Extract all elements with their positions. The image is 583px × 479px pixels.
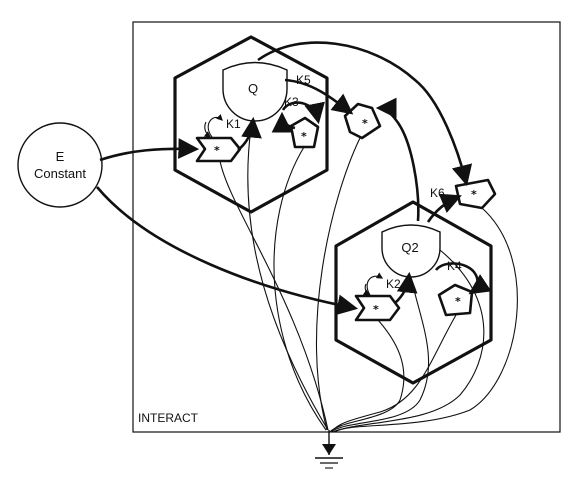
- hexagon-module-upper: [173, 35, 329, 214]
- loop-k1-b: [203, 121, 212, 138]
- rate-k4-label: K4: [447, 259, 462, 273]
- flow-q-loop-k3: [281, 101, 325, 125]
- sink-line-k6: [332, 207, 518, 433]
- sink-line-k3: [273, 146, 327, 431]
- flow-q-to-k5: [284, 78, 354, 115]
- loop-k2: [366, 272, 384, 296]
- q-node: [222, 61, 288, 122]
- multiplier-k1-symbol: *: [214, 144, 220, 157]
- sink-line-k1: [219, 160, 329, 431]
- loop-k2-b: [362, 283, 371, 296]
- q2-node: [381, 224, 441, 278]
- rate-k2-label: K2: [386, 277, 401, 291]
- q2-label: Q2: [401, 240, 418, 255]
- sink-line-k5: [315, 137, 361, 431]
- constant-label: Constant: [34, 166, 86, 181]
- sink-line-k4: [331, 314, 457, 433]
- flow-q2-loop-k4: [434, 262, 492, 295]
- flow-q2-to-k5: [375, 97, 420, 222]
- multiplier-k6-symbol: *: [471, 188, 477, 201]
- flow-e-to-k2: [96, 186, 359, 316]
- rate-k1-label: K1: [226, 117, 241, 131]
- interact-label: INTERACT: [138, 411, 199, 425]
- rate-k6-label: K6: [430, 186, 445, 200]
- multiplier-k3: [289, 116, 320, 149]
- multiplier-k4: [437, 283, 474, 317]
- flow-k3-to-q: [271, 111, 296, 133]
- e-constant-source: [17, 122, 103, 208]
- sink-line-q: [247, 120, 329, 431]
- multiplier-k2-symbol: *: [373, 303, 379, 316]
- ground-icon: [315, 457, 343, 469]
- loop-k1: [207, 113, 223, 138]
- multiplier-k2: [354, 294, 401, 322]
- sink-line-q2-right: [333, 249, 485, 433]
- multiplier-k5-symbol: *: [362, 117, 368, 130]
- sink-line-q2: [330, 276, 430, 433]
- flow-e-to-k1: [99, 138, 200, 162]
- sink-line-k2: [329, 319, 405, 433]
- e-label: E: [56, 149, 65, 164]
- ground-arrow: [322, 444, 336, 455]
- flow-top-to-k6: [257, 41, 473, 187]
- multiplier-k3-symbol: *: [301, 130, 307, 143]
- hexagon-module-lower: [334, 200, 493, 385]
- interact-frame: [132, 21, 561, 433]
- multiplier-k4-symbol: *: [455, 295, 461, 308]
- multiplier-k5: [343, 102, 382, 140]
- flow-q2-to-k6: [426, 193, 462, 223]
- multiplier-k1: [195, 136, 242, 163]
- q-label: Q: [248, 81, 258, 96]
- flow-k2-to-q2: [394, 271, 418, 304]
- flow-k1-to-q: [237, 116, 262, 152]
